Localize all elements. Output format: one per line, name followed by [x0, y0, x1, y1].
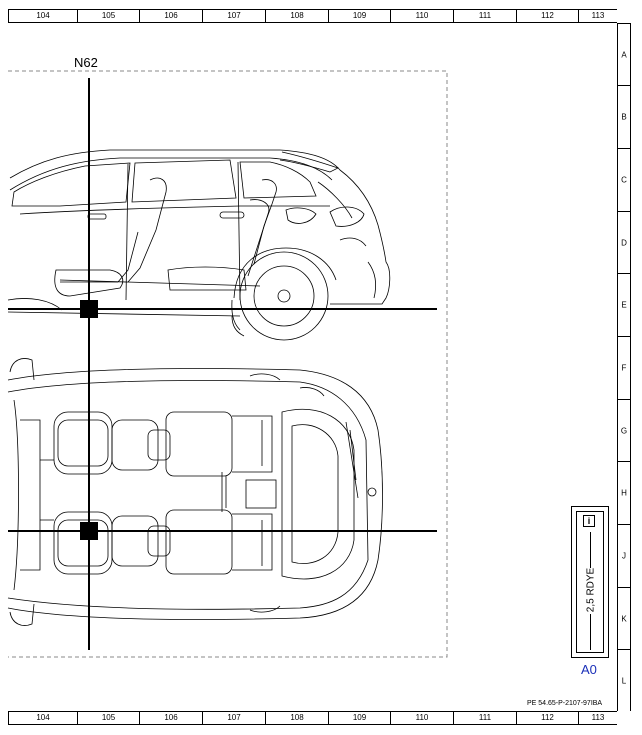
column-label: 111 [453, 712, 516, 724]
vehicle-top-view [7, 358, 383, 626]
wire-spec-label: 2,5 RDYE [585, 567, 597, 613]
row-label: B [618, 85, 630, 148]
row-label: K [618, 587, 630, 649]
column-label: 104 [8, 712, 77, 724]
row-label: F [618, 336, 630, 399]
row-header: A B C D E F G H J K L [617, 23, 631, 711]
document-reference: PE 54.65-P-2107-97IBA [527, 700, 603, 707]
column-label: 113 [578, 712, 617, 724]
pin-label[interactable]: A0 [581, 662, 597, 677]
column-label: 109 [328, 712, 390, 724]
column-label: 108 [265, 10, 328, 22]
column-header-bottom: 104 105 106 107 108 109 110 111 112 113 [8, 711, 617, 725]
vehicle-side-view [7, 149, 391, 341]
column-header-top: 104 105 106 107 108 109 110 111 112 113 [8, 9, 617, 23]
location-crosshair-lines [8, 78, 437, 650]
wire-legend-inner: i 2,5 RDYE [576, 511, 604, 653]
column-label: 109 [328, 10, 390, 22]
row-label: C [618, 148, 630, 211]
row-label: E [618, 273, 630, 336]
row-label: J [618, 524, 630, 587]
column-label: 107 [202, 712, 265, 724]
column-label: 104 [8, 10, 77, 22]
connector-marker-side [80, 300, 98, 318]
column-label: 106 [139, 712, 202, 724]
column-label: 111 [453, 10, 516, 22]
info-icon[interactable]: i [583, 515, 595, 527]
wire-legend: i 2,5 RDYE [571, 506, 609, 658]
row-label: A [618, 23, 630, 85]
column-label: 105 [77, 712, 139, 724]
row-label: L [618, 649, 630, 711]
column-label: 106 [139, 10, 202, 22]
column-label: 110 [390, 10, 453, 22]
column-label: 110 [390, 712, 453, 724]
column-label: 112 [516, 10, 578, 22]
detail-frame [8, 70, 448, 658]
row-label: G [618, 399, 630, 461]
wire-line-top [590, 532, 591, 568]
row-label: D [618, 211, 630, 273]
column-label: 112 [516, 712, 578, 724]
connector-marker-top [80, 522, 98, 540]
wire-line-bottom [590, 614, 591, 650]
column-label: 113 [578, 10, 617, 22]
column-label: 105 [77, 10, 139, 22]
connector-label: N62 [74, 55, 98, 70]
column-label: 107 [202, 10, 265, 22]
row-label: H [618, 461, 630, 524]
column-label: 108 [265, 712, 328, 724]
